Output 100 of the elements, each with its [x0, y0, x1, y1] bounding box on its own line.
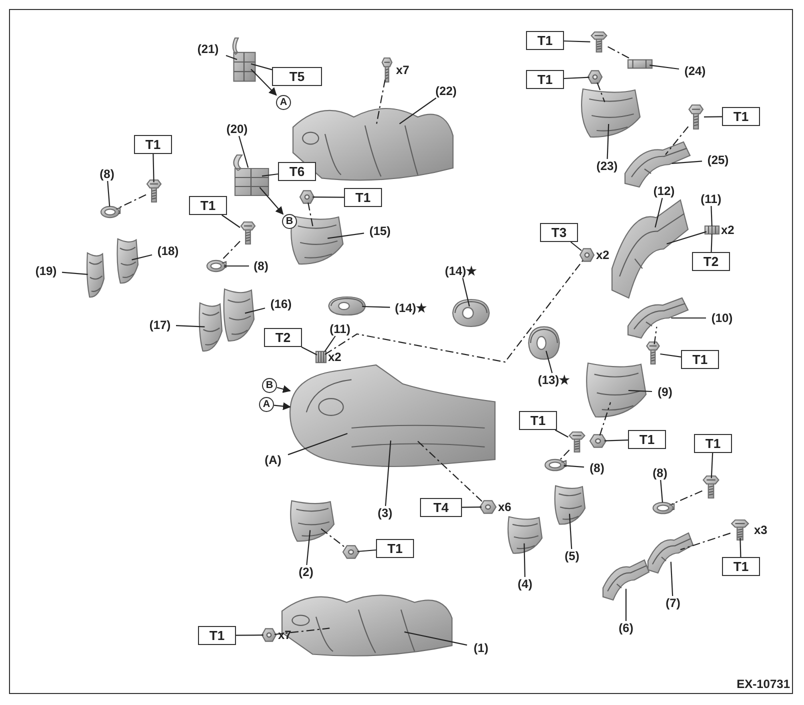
heat-shield-drawing [506, 516, 542, 554]
quantity-label: x2 [721, 223, 734, 237]
callout-number: (22) [430, 84, 462, 98]
assembly-line [672, 490, 702, 505]
callout-number: (14)★ [390, 301, 432, 315]
torque-code-label: T2 [692, 252, 730, 271]
callout-number: (25) [702, 153, 734, 167]
arrow [276, 385, 291, 393]
bolt-drawing [644, 342, 662, 364]
leader-line [650, 64, 680, 70]
reference-letter-circle: B [282, 214, 297, 229]
torque-code-label: T1 [198, 626, 236, 645]
leader-line [301, 346, 318, 356]
assembly-line [320, 528, 345, 548]
quantity-label: x3 [754, 523, 768, 537]
leader-line [546, 350, 553, 374]
assembly-line [665, 126, 689, 155]
stud-bolt-drawing [705, 225, 719, 235]
leader-line [262, 173, 278, 177]
torque-code-label: T2 [264, 328, 302, 347]
callout-number: (11) [695, 192, 727, 206]
torque-code-label: T1 [519, 411, 557, 430]
callout-number: (2) [292, 565, 320, 579]
callout-number: (24) [679, 64, 711, 78]
leader-line [132, 254, 152, 260]
leader-line [570, 242, 582, 251]
assembly-line [118, 194, 146, 209]
bolt-drawing [380, 58, 394, 82]
callout-number: (8) [647, 466, 673, 480]
leader-line [226, 54, 238, 60]
callout-number: (8) [96, 167, 118, 181]
leader-line [238, 136, 249, 168]
leader-line [176, 325, 205, 328]
clamp-drawing [652, 501, 674, 515]
torque-code-label: T1 [189, 196, 227, 215]
nut-drawing [580, 248, 594, 262]
reference-letter-circle: A [276, 95, 291, 110]
bolt-drawing [728, 520, 752, 540]
callout-number: (23) [591, 159, 623, 173]
leader-line [710, 206, 712, 226]
bolt-drawing [144, 180, 164, 202]
exhaust-pipe-drawing [625, 142, 690, 187]
heat-shield-drawing [288, 215, 343, 265]
leader-line [328, 232, 364, 239]
assembly-line [324, 260, 584, 363]
heat-shield-drawing [553, 485, 585, 525]
leader-line [244, 308, 266, 314]
assembly-line [654, 326, 658, 344]
callout-number: (7) [659, 596, 687, 610]
reference-letter-circle: B [262, 378, 277, 393]
leader-line [628, 390, 652, 392]
torque-code-label: T1 [628, 430, 666, 449]
bolt-drawing [588, 32, 610, 52]
leader-line [399, 98, 436, 124]
leader-line [710, 234, 712, 252]
arrow [274, 402, 291, 410]
leader-line [666, 231, 707, 244]
arrow [250, 68, 277, 96]
torque-code-label: T1 [722, 557, 760, 576]
gasket-drawing [452, 298, 490, 328]
torque-code-label: T1 [526, 31, 564, 50]
leader-line [524, 543, 526, 578]
callout-number: (8) [249, 259, 273, 273]
assembly-line [274, 628, 330, 635]
callout-number: (11) [324, 322, 356, 336]
leader-line [62, 272, 88, 275]
heat-shield-drawing [578, 88, 640, 138]
torque-code-label: T1 [134, 135, 172, 154]
assembly-line [376, 80, 386, 124]
exhaust-pipe-drawing [612, 200, 688, 298]
leader-line [288, 432, 348, 456]
callout-number: (4) [511, 577, 539, 591]
leader-line [357, 549, 376, 552]
quantity-label: x2 [328, 350, 342, 364]
heat-shield-drawing [86, 252, 104, 298]
leader-line [107, 180, 110, 206]
leader-line [671, 317, 706, 319]
leader-line [564, 465, 584, 468]
gasket-drawing [328, 296, 366, 316]
callout-number: (3) [371, 506, 399, 520]
callout-number: (8) [584, 461, 610, 475]
callout-number: (20) [221, 122, 253, 136]
nut-drawing [343, 545, 359, 559]
clamp-drawing [100, 205, 120, 219]
stud-bolt-drawing [316, 350, 326, 364]
reference-letter-circle: A [259, 397, 274, 412]
leader-line [654, 198, 663, 228]
bracket-drawing [628, 58, 652, 70]
quantity-label: x6 [498, 500, 512, 514]
leader-line [660, 480, 664, 502]
leader-line [625, 588, 627, 621]
clamp-drawing [206, 259, 226, 273]
leader-line [670, 562, 674, 596]
assembly-line [596, 82, 606, 102]
callout-number: (5) [558, 549, 586, 563]
nut-drawing [262, 628, 276, 642]
torque-code-label: T1 [526, 70, 564, 89]
leader-line [672, 160, 702, 164]
leader-line [568, 514, 572, 550]
clamp-drawing [544, 458, 566, 472]
